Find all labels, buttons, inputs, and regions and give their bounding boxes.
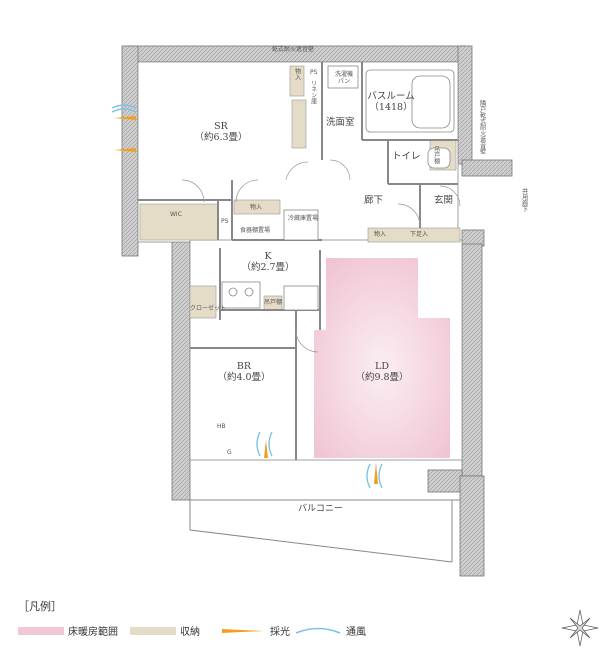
br-label: BR （約4.0畳） <box>217 361 271 383</box>
legend-heating-label: 床暖房範囲 <box>68 626 118 638</box>
legend-wind-label: 通風 <box>346 626 366 638</box>
kitchen-shelf-label: 吊戸棚 <box>264 299 283 306</box>
linen-label: リネン庫 <box>309 80 317 104</box>
hall-label: 廊下 <box>364 195 384 206</box>
food-label: 食器棚置場 <box>240 227 271 234</box>
entrance-label: 玄関 <box>434 195 454 206</box>
washer-label: 洗濯機パン <box>334 71 353 85</box>
wic-label: WIC <box>170 211 182 218</box>
storage-areas <box>139 65 461 319</box>
legend-swatch-light <box>222 629 264 633</box>
bath-label: バスルーム （1418） <box>367 91 415 113</box>
legend-light: 採光 <box>270 623 290 638</box>
corridor-out-label: 共用廊下 <box>520 188 528 212</box>
legend-storage: 収納 <box>180 623 200 638</box>
g-label: G <box>227 449 232 456</box>
light-indicators <box>114 116 378 484</box>
toilet-label: トイレ <box>392 151 421 162</box>
legend-swatch-wind <box>295 627 341 634</box>
storage2-label: 物入 <box>250 204 263 211</box>
compass-icon <box>561 609 599 647</box>
ps2-label: PS <box>221 218 229 225</box>
legend-wind: 通風 <box>346 623 366 638</box>
ld-label: LD （約9.8畳） <box>355 361 409 383</box>
bath-fixtures <box>221 65 455 311</box>
legend-swatch-storage <box>130 627 176 635</box>
sr-label: SR （約6.3畳） <box>194 121 248 143</box>
k-label: K （約2.7畳） <box>241 251 295 273</box>
balcony-outline <box>180 499 460 563</box>
partitions <box>138 62 458 460</box>
shoebox-label: 下足入 <box>410 231 429 238</box>
storage1-label: 物入 <box>293 68 301 80</box>
hb-label: HB <box>217 423 226 430</box>
small-shelf-label: 吊戸棚 <box>432 146 440 164</box>
storage3-label: 物入 <box>374 231 387 238</box>
legend-storage-label: 収納 <box>180 626 200 638</box>
legend-heating: 床暖房範囲 <box>68 623 118 638</box>
wind-indicators <box>111 104 383 489</box>
ps-label: PS <box>310 69 318 76</box>
closet-label: クローゼット <box>190 305 227 312</box>
legend-title: ［凡例］ <box>18 600 62 613</box>
floor-heating-zone <box>314 258 450 458</box>
legend-light-label: 採光 <box>270 626 290 638</box>
top-wall-label: 乾式耐火遮音壁 <box>272 46 315 53</box>
exterior-walls <box>121 45 513 577</box>
washroom-label: 洗面室 <box>326 117 355 128</box>
fridge-label: 冷蔵庫置場 <box>288 215 319 222</box>
balcony-label: バルコニー <box>298 504 343 514</box>
right-wall-label: 隣戸乾式耐火遮音壁 <box>478 100 486 154</box>
door-swings <box>181 159 461 353</box>
legend-swatch-heating <box>18 627 64 635</box>
